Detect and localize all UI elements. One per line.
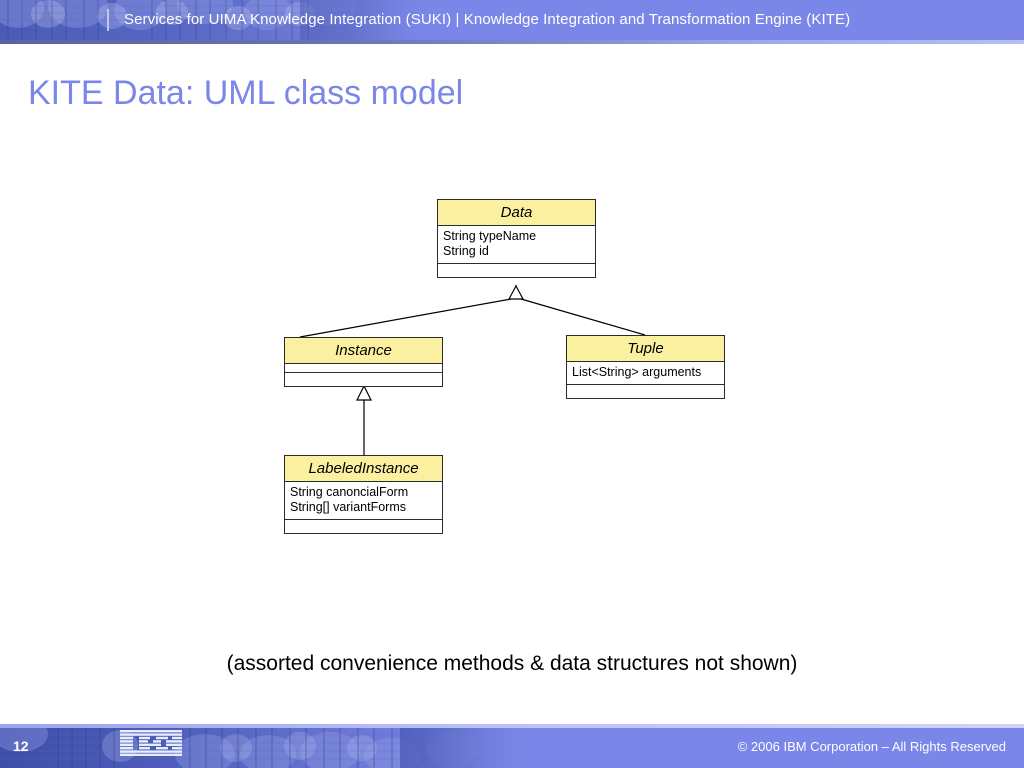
uml-class-name: Instance [285,338,442,364]
uml-attributes: String typeName String id [438,226,595,264]
uml-attribute: String typeName [443,229,537,243]
uml-class-name: Data [438,200,595,226]
uml-attributes: List<String> arguments [567,362,724,385]
diagram-caption: (assorted convenience methods & data str… [226,652,798,675]
page-title: KITE Data: UML class model [28,74,464,112]
uml-operations [285,520,442,533]
uml-attribute: String[] variantForms [290,500,407,514]
header-title: Services for UIMA Knowledge Integration … [124,11,851,28]
uml-attribute: String canoncialForm [290,485,409,499]
header-separator [107,9,109,31]
ibm-logo-svg [120,730,182,756]
uml-operations [285,373,442,386]
generalization-arrow-data [507,284,525,300]
header-underline [0,40,1024,44]
generalization-line-instance-data [299,298,512,338]
uml-class-name: LabeledInstance [285,456,442,482]
page-number: 12 [13,738,29,754]
header-decoration [0,0,420,40]
uml-class-instance[interactable]: Instance [284,337,443,387]
uml-class-labeledinstance[interactable]: LabeledInstance String canoncialForm Str… [284,455,443,534]
uml-operations [438,264,595,277]
uml-class-tuple[interactable]: Tuple List<String> arguments [566,335,725,399]
uml-attributes: String canoncialForm String[] variantFor… [285,482,442,520]
generalization-arrow-instance [356,384,372,401]
header-pattern-svg [0,0,420,40]
uml-operations [567,385,724,398]
uml-class-data[interactable]: Data String typeName String id [437,199,596,278]
footer-decoration [0,728,520,768]
uml-attribute: String id [443,244,489,258]
footer-pattern-svg [0,728,520,768]
header-bar: Services for UIMA Knowledge Integration … [0,0,1024,40]
copyright-text: © 2006 IBM Corporation – All Rights Rese… [737,739,1006,754]
uml-class-name: Tuple [567,336,724,362]
footer-topline [0,724,1024,728]
ibm-logo [120,730,182,756]
uml-attributes [285,364,442,373]
uml-attribute: List<String> arguments [572,365,702,379]
generalization-line-tuple-data [520,298,646,336]
